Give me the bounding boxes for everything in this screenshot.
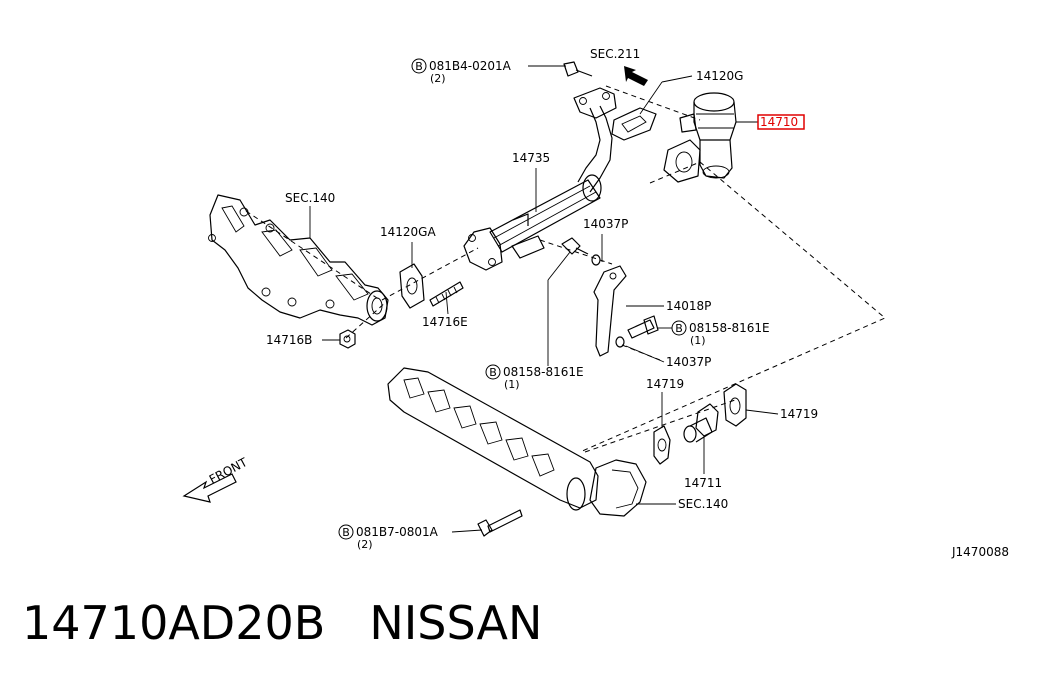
label-gasket-14120ga[interactable]: 14120GA (380, 225, 436, 239)
gasket-14719-left-drawing (653, 425, 671, 465)
assembly-guide-lines (245, 85, 886, 453)
svg-text:B: B (675, 322, 683, 335)
pipe-14711-drawing (683, 403, 719, 443)
gasket-14719-right-drawing (723, 383, 747, 427)
nut-14716b-drawing (339, 329, 356, 349)
parts-diagram: B B B B SEC.211 081B4-0201A (2) 14120G 1… (182, 47, 1009, 559)
sec211-arrow-icon (624, 66, 648, 86)
bolt-081b4-drawing (563, 61, 593, 77)
bracket-14018p-drawing (593, 265, 627, 357)
bolt-prefix-b-icon-1: B (411, 58, 427, 74)
label-washer-14037p-bottom[interactable]: 14037P (666, 355, 711, 369)
bolt-prefix-b-icon-3: B (485, 364, 501, 380)
diagram-id: J1470088 (951, 545, 1009, 559)
svg-text:B: B (489, 366, 497, 379)
highlight-box (757, 114, 805, 130)
label-bolt-081b7-qty: (2) (357, 538, 373, 551)
label-bolt-08158-left-qty: (1) (504, 378, 520, 391)
brand-name: NISSAN (369, 596, 543, 650)
bolt-081b7-drawing (477, 509, 523, 537)
label-bolt-08158-left[interactable]: 08158-8161E (503, 365, 584, 379)
leader-lines (309, 65, 779, 533)
label-gasket-14120g[interactable]: 14120G (696, 69, 743, 83)
svg-text:B: B (342, 526, 350, 539)
exhaust-manifold-drawing (208, 194, 389, 326)
washer-14037p-bottom-drawing (615, 336, 625, 348)
bolt-08158-left-drawing (561, 237, 589, 255)
label-valve-14710[interactable]: 14710 (760, 115, 798, 129)
washer-14037p-top-drawing (591, 254, 601, 266)
gasket-14120ga-drawing (399, 263, 425, 309)
label-sec140-bottom[interactable]: SEC.140 (678, 497, 728, 511)
part-number: 14710AD20B (22, 596, 326, 650)
label-tube-14735[interactable]: 14735 (512, 151, 550, 165)
label-gasket-14719-right[interactable]: 14719 (780, 407, 818, 421)
intake-manifold-drawing (387, 367, 647, 517)
label-sec211[interactable]: SEC.211 (590, 47, 640, 61)
front-arrow-icon (182, 473, 237, 503)
egr-cooler-tube-drawing (463, 87, 617, 271)
bolt-prefix-b-icon-4: B (338, 524, 354, 540)
bolt-prefix-b-icon-2: B (671, 320, 687, 336)
label-pipe-14711[interactable]: 14711 (684, 476, 722, 490)
label-sec140-top[interactable]: SEC.140 (285, 191, 335, 205)
label-bolt-081b7[interactable]: 081B7-0801A (356, 525, 439, 539)
part-caption: 14710AD20B NISSAN (22, 596, 542, 650)
bolt-08158-right-drawing (627, 315, 659, 339)
label-stud-14716e[interactable]: 14716E (422, 315, 468, 329)
label-bolt-08158-right-qty: (1) (690, 334, 706, 347)
label-bolt-081b4-qty: (2) (430, 72, 446, 85)
label-washer-14037p-top[interactable]: 14037P (583, 217, 628, 231)
egr-valve-drawing (663, 92, 737, 183)
label-nut-14716b[interactable]: 14716B (266, 333, 312, 347)
label-bolt-08158-right[interactable]: 08158-8161E (689, 321, 770, 335)
gasket-14120g-drawing (611, 107, 657, 141)
svg-text:B: B (415, 60, 423, 73)
label-bolt-081b4[interactable]: 081B4-0201A (429, 59, 512, 73)
label-bracket-14018p[interactable]: 14018P (666, 299, 711, 313)
label-gasket-14719-left[interactable]: 14719 (646, 377, 684, 391)
stud-14716e-drawing (429, 281, 464, 307)
